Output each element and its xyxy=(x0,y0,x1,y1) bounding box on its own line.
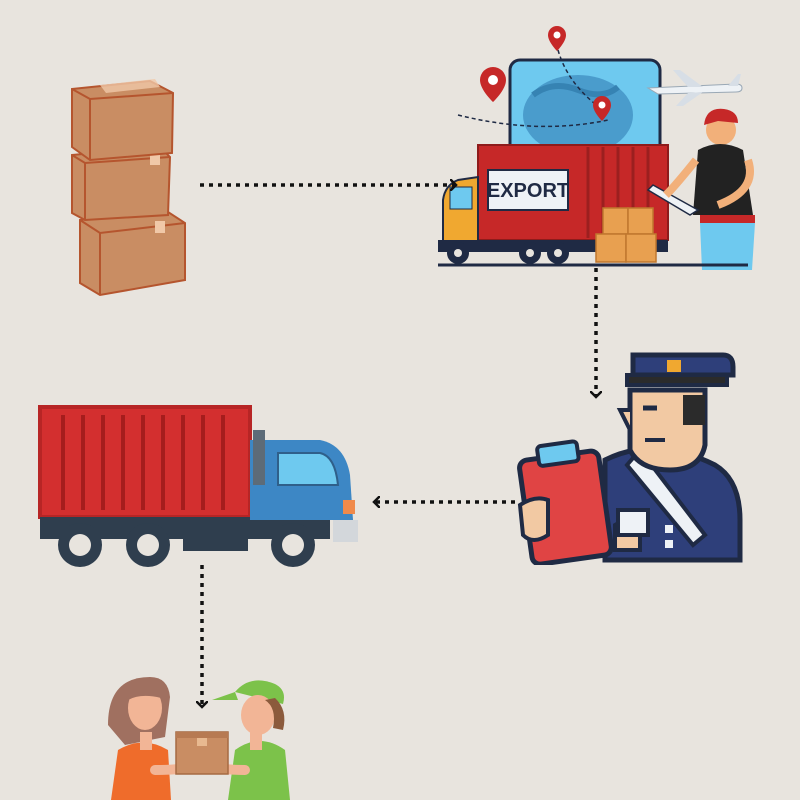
export-label: EXPORT xyxy=(487,180,569,202)
stacked-boxes-icon xyxy=(60,75,195,300)
customs-officer-icon xyxy=(515,340,745,565)
package-handover-icon xyxy=(100,670,300,800)
export-truck-icon: EXPORT xyxy=(438,25,758,270)
container-truck-icon xyxy=(38,405,363,575)
